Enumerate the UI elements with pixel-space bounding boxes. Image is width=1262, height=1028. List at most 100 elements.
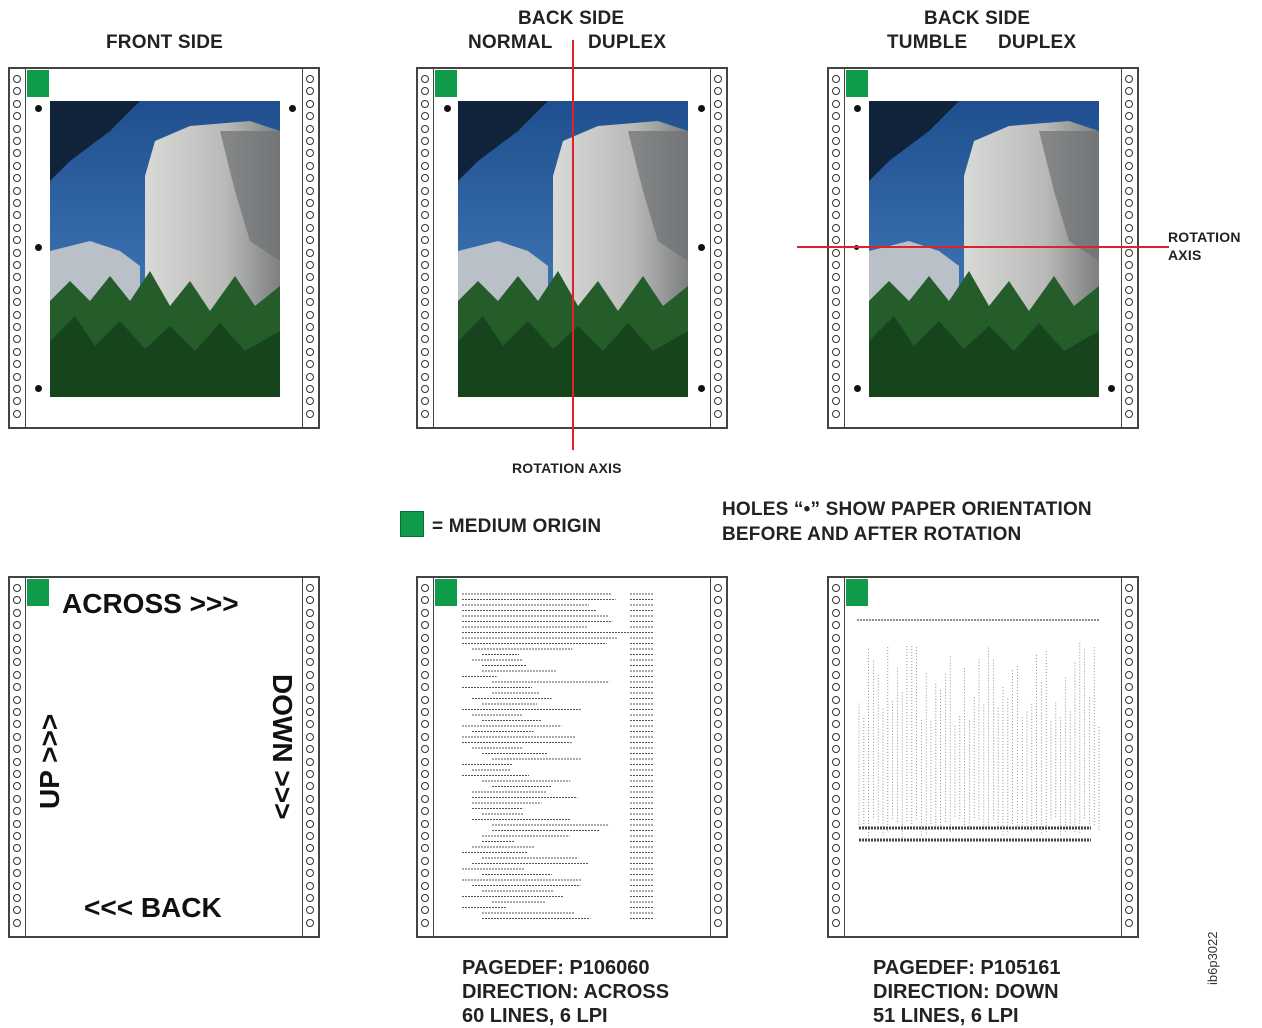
tractor-hole [421,199,429,207]
tractor-hole [421,770,429,778]
tractor-hole [1125,608,1133,617]
tractor-hole [832,211,840,220]
tractor-hole [1125,347,1133,356]
tractor-hole [306,397,314,406]
tractor-hole [832,261,840,269]
tractor-hole [714,199,722,207]
tractor-hole [13,360,21,369]
tractor-hole [1125,149,1133,158]
tractor-hole [421,695,429,704]
tractor-hole [1125,695,1133,704]
tractor-hole [714,75,722,83]
tractor-hole [714,310,722,319]
tractor-hole [832,708,840,716]
tractor-hole [306,794,314,803]
tractor-hole [832,782,840,791]
left-tractor-strip [10,69,26,427]
tractor-hole [832,236,840,245]
tractor-hole [714,347,722,356]
tractor-hole [832,732,840,741]
tractor-hole [13,918,21,927]
right-tractor-strip [302,578,318,936]
tractor-hole [1125,794,1133,803]
tractor-hole [714,273,722,282]
tractor-hole [421,584,429,592]
tractor-hole [832,161,840,170]
down-direction-label: DOWN >>> [267,674,298,820]
tractor-hole [421,137,429,145]
up-direction-label: UP >>> [34,713,65,809]
left-tractor-strip [418,578,434,936]
tractor-hole [1125,323,1133,331]
tractor-hole [421,894,429,902]
tractor-hole [421,633,429,642]
tractor-hole [13,844,21,853]
tractor-hole [421,807,429,816]
tractor-hole [832,745,840,754]
tractor-hole [306,261,314,269]
orientation-hole [35,385,42,392]
tractor-hole [832,137,840,145]
tractor-hole [13,397,21,406]
tractor-hole [13,633,21,642]
tractor-hole [306,807,314,816]
tractor-hole [13,335,21,344]
tractor-hole [714,137,722,145]
tractor-hole [306,347,314,356]
tractor-hole [421,918,429,927]
tractor-hole [832,757,840,766]
tractor-hole [421,87,429,96]
tractor-hole [306,99,314,108]
tractor-hole [1125,918,1133,927]
tractor-hole [306,720,314,729]
tractor-hole [13,323,21,331]
tractor-hole [306,199,314,207]
tractor-hole [306,310,314,319]
tractor-hole [832,285,840,294]
tractor-hole [832,918,840,927]
tractor-hole [1125,273,1133,282]
tractor-hole [832,819,840,828]
tractor-hole [13,608,21,617]
tractor-hole [714,646,722,654]
tractor-hole [421,646,429,654]
tractor-hole [1125,137,1133,145]
tractor-hole [421,745,429,754]
tractor-hole [306,782,314,791]
tractor-hole [832,869,840,878]
tractor-hole [13,807,21,816]
down-caption-line2: DIRECTION: DOWN [873,981,1059,1003]
tractor-hole [1125,646,1133,654]
tractor-hole [832,881,840,890]
el-capitan-photo [50,101,280,397]
medium-origin-legend-swatch [400,511,424,537]
tractor-hole [832,186,840,195]
tractor-hole [1125,112,1133,121]
right-tractor-strip [710,578,726,936]
tractor-hole [714,894,722,902]
across-printout-sheet [416,576,728,938]
tractor-hole [714,881,722,890]
tractor-hole [714,149,722,158]
tractor-hole [306,745,314,754]
tractor-hole [714,856,722,865]
tractor-hole [421,757,429,766]
tractor-hole [1125,87,1133,96]
tractor-hole [13,757,21,766]
orientation-hole [698,385,705,392]
tractor-hole [13,223,21,232]
tractor-hole [832,199,840,207]
tractor-hole [421,670,429,679]
tractor-hole [832,174,840,183]
holes-note-line1: HOLES “•” SHOW PAPER ORIENTATION [722,499,1092,520]
tractor-hole [421,323,429,331]
figure-id: ib6p3022 [1205,931,1220,986]
tractor-hole [1125,285,1133,294]
tractor-hole [306,75,314,83]
right-tractor-strip [710,69,726,427]
tractor-hole [714,360,722,369]
tractor-hole [421,99,429,108]
tractor-hole [832,372,840,381]
tractor-hole [306,211,314,220]
tractor-hole [1125,732,1133,741]
